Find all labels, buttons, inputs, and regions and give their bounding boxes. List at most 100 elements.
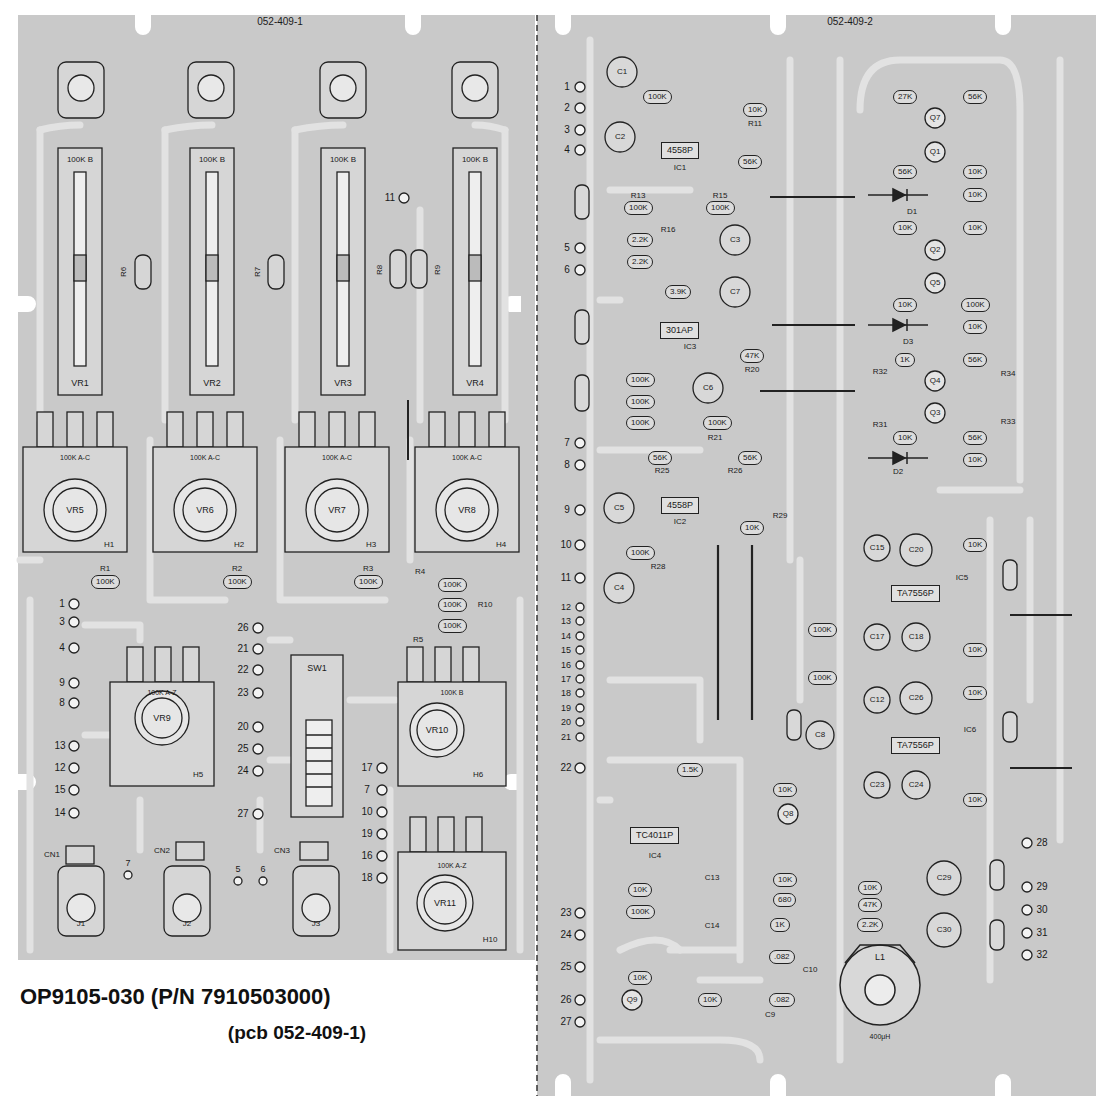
component-value: 56K — [743, 157, 757, 166]
silkscreen-label: 22 — [560, 763, 571, 773]
silkscreen-label: 25 — [237, 744, 248, 754]
silkscreen-label: C8 — [815, 731, 825, 739]
resistor-body: 10K — [963, 538, 987, 552]
silkscreen-label: 17 — [361, 763, 372, 773]
silkscreen-label: C10 — [803, 966, 818, 974]
resistor-body: 10K — [963, 165, 987, 179]
silkscreen-label: R31 — [873, 421, 888, 429]
silkscreen-label: 15 — [561, 646, 571, 655]
resistor-body: 56K — [738, 451, 762, 465]
silkscreen-label: H4 — [496, 541, 506, 549]
silkscreen-label: 26 — [237, 623, 248, 633]
ic-package: TA7556P — [891, 737, 940, 754]
silkscreen-label: 1 — [564, 82, 570, 92]
silkscreen-label: Q4 — [930, 377, 941, 385]
silkscreen-label: VR10 — [426, 726, 449, 735]
resistor-body: .082 — [769, 993, 795, 1007]
silkscreen-label: 27 — [237, 809, 248, 819]
silkscreen-label: 19 — [561, 704, 571, 713]
resistor-body: 680 — [773, 893, 796, 907]
resistor-body: 3.9K — [665, 285, 691, 299]
component-value: 10K — [633, 885, 647, 894]
component-value: 100K — [813, 673, 832, 682]
component-value: 100K — [96, 577, 115, 586]
component-value: 56K — [653, 453, 667, 462]
left-board — [18, 15, 535, 960]
silkscreen-label: 20 — [561, 718, 571, 727]
silkscreen-label: 12 — [54, 763, 65, 773]
resistor-body: 10K — [740, 521, 764, 535]
component-value: 10K — [898, 223, 912, 232]
component-value: 2.2K — [632, 235, 648, 244]
component-value: 56K — [968, 355, 982, 364]
component-value: 2.2K — [632, 257, 648, 266]
resistor-body: 10K — [963, 453, 987, 467]
silkscreen-label: 16 — [561, 661, 571, 670]
resistor-body: .082 — [769, 950, 795, 964]
silkscreen-label: R34 — [1001, 370, 1016, 378]
silkscreen-label: VR5 — [66, 506, 84, 515]
silkscreen-label: 14 — [54, 808, 65, 818]
silkscreen-label: R8 — [376, 265, 384, 275]
silkscreen-label: 12 — [561, 603, 571, 612]
component-value: 10K — [703, 995, 717, 1004]
silkscreen-label: 100K A-C — [452, 454, 482, 461]
component-value: .082 — [774, 995, 790, 1004]
silkscreen-label: 22 — [237, 665, 248, 675]
board-caption: OP9105-030 (P/N 7910503000) — [20, 986, 331, 1008]
resistor-body: 10K — [773, 873, 797, 887]
resistor-body: 100K — [626, 373, 655, 387]
silkscreen-label: C24 — [909, 781, 924, 789]
silkscreen-label: R2 — [232, 565, 242, 573]
silkscreen-label: CN2 — [154, 847, 170, 855]
resistor-body: 10K — [963, 221, 987, 235]
resistor-body: 10K — [893, 221, 917, 235]
silkscreen-label: 2 — [564, 103, 570, 113]
resistor-body: 27K — [893, 90, 917, 104]
component-value: 10K — [778, 875, 792, 884]
silkscreen-label: 100K A-C — [60, 454, 90, 461]
silkscreen-label: Q8 — [783, 810, 794, 818]
silkscreen-label: 9 — [59, 678, 65, 688]
component-value: 100K — [443, 600, 462, 609]
silkscreen-label: VR7 — [328, 506, 346, 515]
silkscreen-label: 13 — [54, 741, 65, 751]
component-value: 100K — [228, 577, 247, 586]
silkscreen-label: Q3 — [930, 409, 941, 417]
silkscreen-label: 7 — [125, 859, 130, 868]
silkscreen-label: R4 — [415, 568, 425, 576]
silkscreen-label: H2 — [234, 541, 244, 549]
component-value: 100K — [966, 300, 985, 309]
silkscreen-label: C14 — [705, 922, 720, 930]
silkscreen-label: IC2 — [674, 518, 686, 526]
silkscreen-label: R25 — [655, 467, 670, 475]
silkscreen-label: R28 — [651, 563, 666, 571]
silkscreen-label: 8 — [59, 698, 65, 708]
resistor-body: 10K — [963, 188, 987, 202]
silkscreen-label: 5 — [564, 243, 570, 253]
silkscreen-label: 29 — [1036, 882, 1047, 892]
component-value: 10K — [968, 795, 982, 804]
silkscreen-label: 1 — [59, 599, 65, 609]
silkscreen-label: C13 — [705, 874, 720, 882]
silkscreen-label: 25 — [560, 962, 571, 972]
component-value: 47K — [863, 900, 877, 909]
silkscreen-label: CN1 — [44, 851, 60, 859]
ic-package: TA7556P — [891, 585, 940, 602]
component-value: 10K — [968, 540, 982, 549]
resistor-body: 100K — [626, 546, 655, 560]
silkscreen-label: R6 — [120, 267, 128, 277]
silkscreen-label: C12 — [870, 696, 885, 704]
silkscreen-label: C6 — [703, 384, 713, 392]
silkscreen-label: 11 — [561, 573, 571, 583]
component-value: 100K — [648, 92, 667, 101]
silkscreen-label: 31 — [1036, 928, 1047, 938]
ic-package: 4558P — [661, 497, 699, 514]
component-value: 10K — [778, 785, 792, 794]
silkscreen-label: R3 — [363, 565, 373, 573]
resistor-body: 100K — [354, 575, 383, 589]
silkscreen-label: 052-409-1 — [257, 17, 303, 27]
ic-package: 301AP — [660, 322, 699, 339]
right-board — [537, 15, 1096, 1096]
